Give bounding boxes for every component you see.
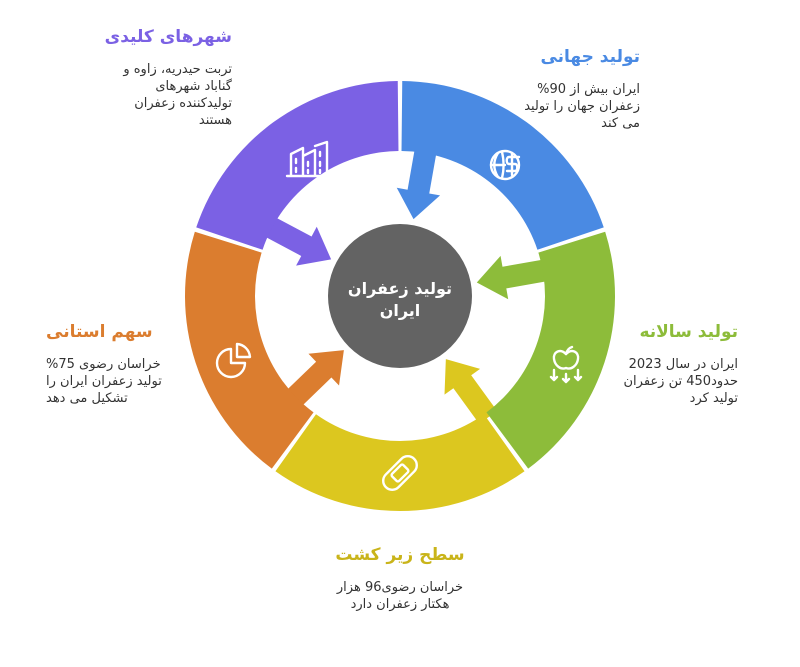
icons-layer (215, 140, 583, 491)
arrows-layer (262, 146, 550, 424)
label-global: تولید جهانی ایران بیش از 90% زعفران جهان… (440, 47, 640, 132)
apple-arrows-icon (549, 345, 583, 384)
cities-title: شهرهای کلیدی (104, 27, 232, 47)
arrow-annual (476, 255, 550, 300)
center-hub (328, 224, 472, 368)
share-title: سهم استانی (46, 322, 153, 342)
share-desc: خراسان رضوی 75% تولید زعفران ایران را تش… (46, 357, 162, 406)
annual-desc: ایران در سال 2023 حدود450 تن زعفران تولی… (623, 357, 739, 406)
buildings-icon (285, 140, 335, 178)
center-title: تولید زعفران ایران (347, 279, 453, 320)
pie-chart-icon (215, 342, 252, 379)
global-title: تولید جهانی (540, 47, 640, 67)
arrow-area (444, 359, 498, 424)
globe-dollar-icon (489, 149, 521, 181)
segment-cities (196, 81, 399, 250)
cities-desc: تربت حیدریه، زاوه و گناباد شهرهای تولیدک… (123, 62, 232, 128)
arrow-global (396, 146, 441, 220)
segment-annual (486, 231, 615, 469)
bandage-icon (382, 455, 418, 491)
area-title: سطح زیر کشت (335, 545, 465, 565)
arrow-cities (262, 215, 332, 266)
global-desc: ایران بیش از 90% زعفران جهان را تولید می… (524, 82, 640, 131)
label-cities: شهرهای کلیدی تربت حیدریه، زاوه و گناباد … (40, 27, 232, 129)
segment-share (185, 231, 314, 469)
annual-title: تولید سالانه (639, 322, 738, 342)
area-desc: خراسان رضوی96 هزار هکتار زعفران دارد (336, 580, 464, 612)
arrow-share (284, 350, 344, 409)
label-area: سطح زیر کشت خراسان رضوی96 هزار هکتار زعف… (300, 545, 500, 613)
label-share: سهم استانی خراسان رضوی 75% تولید زعفران … (46, 322, 246, 407)
segment-area (275, 414, 525, 511)
label-annual: تولید سالانه ایران در سال 2023 حدود450 ت… (538, 322, 739, 407)
